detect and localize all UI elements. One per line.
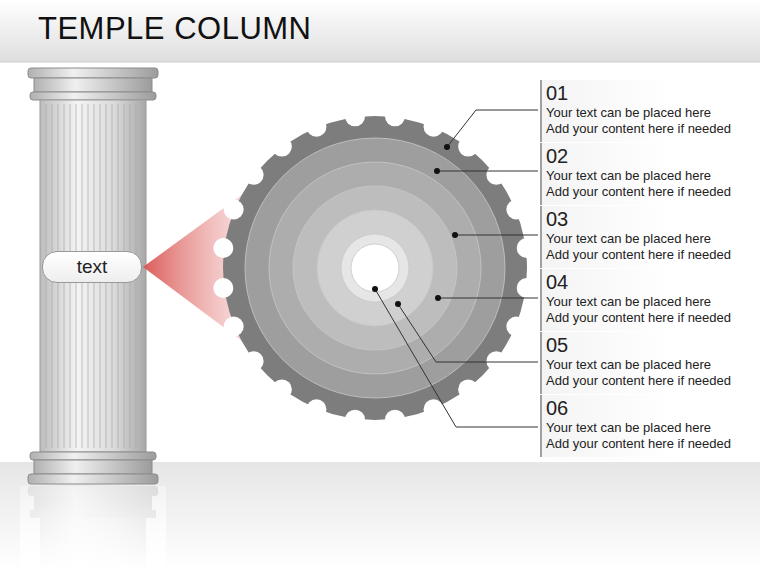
gear-notch — [486, 165, 506, 185]
leader-dot — [434, 168, 440, 174]
callout-text: Add your content here if needed — [546, 373, 754, 389]
callout-box: 02Your text can be placed hereAdd your c… — [540, 143, 758, 205]
callout-text: Your text can be placed here — [546, 357, 754, 373]
leader-dot — [395, 301, 401, 307]
gear-notch — [345, 106, 365, 126]
gear-notch — [517, 278, 537, 298]
callout-text: Your text can be placed here — [546, 105, 754, 121]
gear-notch — [486, 351, 506, 371]
gear-notch — [506, 317, 526, 337]
gear-notch — [244, 165, 264, 185]
leader-dot — [435, 295, 441, 301]
gear-ring — [341, 234, 409, 302]
gear-notch — [224, 317, 244, 337]
gear-notch — [424, 399, 444, 419]
title: TEMPLE COLUMN — [38, 11, 311, 47]
callout-text: Add your content here if needed — [546, 184, 754, 200]
callout-number: 06 — [546, 397, 754, 420]
gear-notch — [306, 399, 326, 419]
callout-text: Add your content here if needed — [546, 247, 754, 263]
gear-notch — [345, 410, 365, 430]
callout-text: Your text can be placed here — [546, 420, 754, 436]
leader-line — [455, 235, 538, 236]
callout-number: 03 — [546, 208, 754, 231]
gear-ring — [245, 138, 505, 398]
column-base — [34, 460, 152, 474]
callout-box: 06Your text can be placed hereAdd your c… — [540, 395, 758, 457]
gear-ring — [317, 210, 433, 326]
callout-text: Your text can be placed here — [546, 168, 754, 184]
column — [20, 68, 166, 570]
label-text: text — [55, 256, 129, 278]
reflection-fade — [20, 486, 166, 570]
leader-line — [438, 298, 538, 299]
leader-line — [437, 171, 538, 172]
callout-number: 01 — [546, 82, 754, 105]
header-bar — [0, 0, 760, 62]
gear-ring — [351, 244, 399, 292]
gear-notch — [224, 199, 244, 219]
gear-notch — [517, 238, 537, 258]
callout-text: Add your content here if needed — [546, 436, 754, 452]
gear-notch — [424, 117, 444, 137]
gear-notch — [506, 199, 526, 219]
callout-number: 04 — [546, 271, 754, 294]
callout-number: 02 — [546, 145, 754, 168]
gear-notch — [458, 137, 478, 157]
leader-dot — [452, 232, 458, 238]
column-base — [30, 452, 156, 460]
leader-dot — [372, 286, 378, 292]
gear-notch — [385, 410, 405, 430]
gear — [213, 106, 536, 429]
gear-notch — [244, 351, 264, 371]
column-cap — [28, 68, 158, 78]
column-cap — [34, 78, 152, 92]
callout-box: 04Your text can be placed hereAdd your c… — [540, 269, 758, 331]
callout-box: 05Your text can be placed hereAdd your c… — [540, 332, 758, 394]
leader-dot — [444, 144, 450, 150]
gear-notch — [213, 238, 233, 258]
floor — [0, 462, 760, 570]
callout-text: Your text can be placed here — [546, 231, 754, 247]
leader-lines — [372, 110, 538, 427]
header-rule — [0, 62, 760, 63]
leader-line — [375, 289, 538, 427]
callout-text: Your text can be placed here — [546, 294, 754, 310]
column-label: text — [42, 251, 142, 283]
gear-ring — [293, 186, 457, 350]
callout-number: 05 — [546, 334, 754, 357]
gear-notch — [272, 137, 292, 157]
callout-box: 01Your text can be placed hereAdd your c… — [540, 80, 758, 142]
gear-notch — [272, 379, 292, 399]
gear-notch — [385, 106, 405, 126]
gear-notch — [213, 278, 233, 298]
column-shaft — [40, 100, 146, 452]
leader-line — [398, 304, 538, 362]
callout-box: 03Your text can be placed hereAdd your c… — [540, 206, 758, 268]
gear-rim — [223, 116, 527, 420]
gear-ring — [269, 162, 481, 374]
callout-text: Add your content here if needed — [546, 310, 754, 326]
gear-notch — [458, 379, 478, 399]
column-cap — [30, 92, 156, 100]
leader-line — [447, 110, 538, 147]
column-base — [28, 474, 158, 484]
gear-notch — [306, 117, 326, 137]
callout-text: Add your content here if needed — [546, 121, 754, 137]
